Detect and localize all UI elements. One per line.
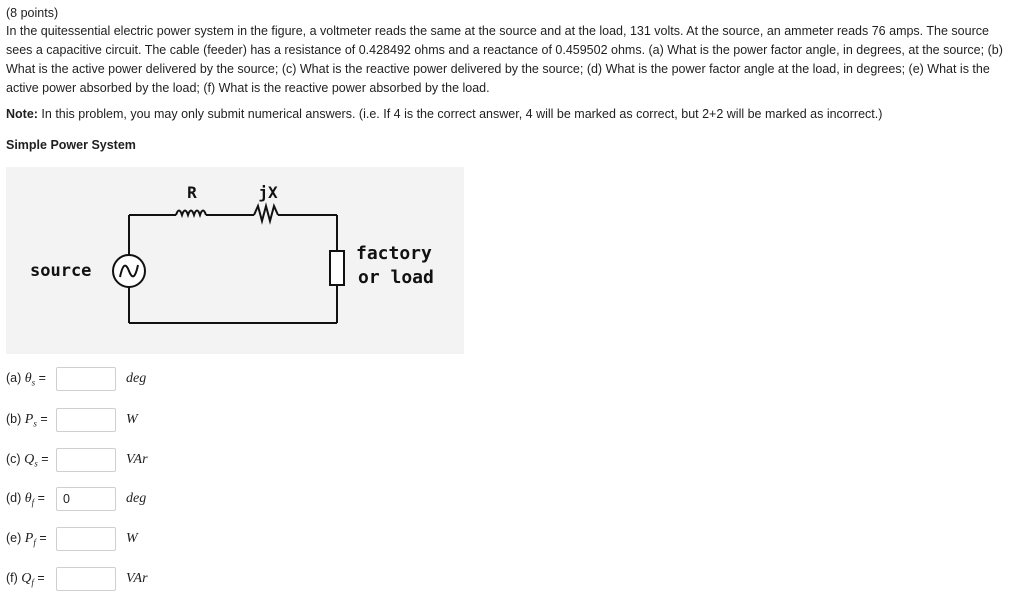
circuit-figure: R jX source factory or load	[6, 167, 464, 354]
answer-row-d: (d) θf = deg	[6, 486, 146, 512]
reactance-symbol	[253, 202, 279, 225]
label-source: source	[30, 261, 91, 281]
label-or-load: or load	[358, 267, 434, 288]
section-title: Simple Power System	[6, 138, 136, 152]
load-box	[329, 250, 345, 286]
note-text: In this problem, you may only submit num…	[37, 107, 883, 121]
answer-label-b: (b) Ps =	[6, 411, 48, 429]
answer-row-b: (b) Ps = W	[6, 407, 138, 433]
answer-label-a: (a) θs =	[6, 370, 46, 388]
answer-input-c[interactable]	[56, 448, 116, 472]
answer-input-a[interactable]	[56, 367, 116, 391]
answer-input-f[interactable]	[56, 567, 116, 591]
label-jx: jX	[258, 183, 278, 202]
unit-f: VAr	[126, 571, 148, 586]
answer-row-e: (e) Pf = W	[6, 526, 138, 552]
unit-d: deg	[126, 491, 147, 506]
answer-label-d: (d) θf =	[6, 490, 45, 508]
unit-b: W	[126, 412, 138, 427]
sine-wave-icon	[119, 264, 139, 278]
answer-input-b[interactable]	[56, 408, 116, 432]
answer-label-e: (e) Pf =	[6, 530, 47, 548]
circuit-diagram: R jX source factory or load	[30, 183, 434, 324]
answer-row-f: (f) Qf = VAr	[6, 566, 148, 592]
resistor-symbol	[175, 209, 207, 219]
question-note: Note: In this problem, you may only subm…	[6, 107, 882, 121]
answer-row-a: (a) θs = deg	[6, 366, 146, 392]
note-label: Note:	[6, 107, 38, 121]
answer-input-d[interactable]	[56, 487, 116, 511]
unit-a: deg	[126, 371, 147, 386]
unit-c: VAr	[126, 452, 148, 467]
answer-row-c: (c) Qs = VAr	[6, 447, 148, 473]
answer-label-f: (f) Qf =	[6, 570, 45, 588]
answer-label-c: (c) Qs =	[6, 451, 49, 469]
label-r: R	[187, 183, 197, 202]
question-text: In the quitessential electric power syst…	[6, 24, 1003, 95]
unit-e: W	[126, 531, 138, 546]
question-points: (8 points)	[6, 6, 59, 20]
label-factory: factory	[356, 243, 432, 264]
answer-input-e[interactable]	[56, 527, 116, 551]
